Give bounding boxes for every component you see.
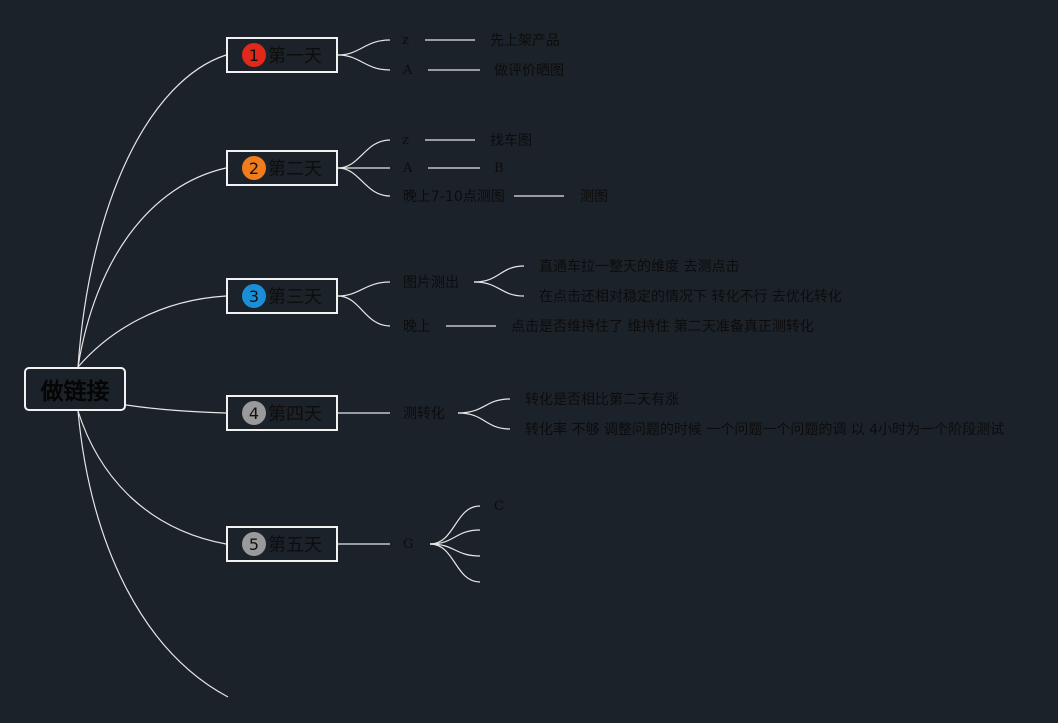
root-node[interactable]: 做链接 <box>24 367 126 411</box>
day-3-branch-1-child-2[interactable]: 在点击还相对稳定的情况下 转化不行 去优化转化 <box>539 289 842 305</box>
day-2-branch-1-value[interactable]: 找车图 <box>490 133 532 149</box>
day-3-branch-2-key[interactable]: 晚上 <box>403 319 431 335</box>
number-5-badge-icon: 5 <box>242 532 266 556</box>
day-4-branch-1-child-2[interactable]: 转化率 不够 调整问题的时候 一个问题一个问题的调 以 4小时为一个阶段测试 <box>525 422 1005 438</box>
day-2-branch-1-key[interactable]: z <box>402 133 409 148</box>
day-1-branch-2-key[interactable]: A <box>403 63 413 78</box>
day-5-label: 第五天 <box>268 535 322 556</box>
number-4-badge-icon: 4 <box>242 401 266 425</box>
day-5-branch-1-child-1[interactable]: C <box>494 499 504 514</box>
number-1-badge-icon: 1 <box>242 43 266 67</box>
day-2-branch-3-key[interactable]: 晚上7-10点测图 <box>403 189 505 205</box>
day-4-branch-1-key[interactable]: 测转化 <box>403 406 445 422</box>
day-1-node[interactable]: 1 第一天 <box>226 37 338 73</box>
root-label: 做链接 <box>40 379 110 405</box>
day-1-branch-1-value[interactable]: 先上架产品 <box>490 33 560 49</box>
day-2-branch-2-key[interactable]: A <box>403 161 413 176</box>
number-2-badge-icon: 2 <box>242 156 266 180</box>
day-3-node[interactable]: 3 第三天 <box>226 278 338 314</box>
day-3-branch-1-key[interactable]: 图片测出 <box>403 275 459 291</box>
day-4-branch-1-child-1[interactable]: 转化是否相比第二天有涨 <box>525 392 679 408</box>
day-3-label: 第三天 <box>268 287 322 308</box>
day-5-node[interactable]: 5 第五天 <box>226 526 338 562</box>
day-2-node[interactable]: 2 第二天 <box>226 150 338 186</box>
day-1-branch-1-key[interactable]: z <box>402 33 409 48</box>
day-1-label: 第一天 <box>268 46 322 67</box>
day-4-label: 第四天 <box>268 404 322 425</box>
day-2-branch-3-value[interactable]: 测图 <box>580 189 608 205</box>
day-4-node[interactable]: 4 第四天 <box>226 395 338 431</box>
day-3-branch-2-value[interactable]: 点击是否维持住了 维持住 第二天准备真正测转化 <box>511 319 814 335</box>
day-1-branch-2-value[interactable]: 做评价晒图 <box>494 63 564 79</box>
day-2-label: 第二天 <box>268 159 322 180</box>
day-3-branch-1-child-1[interactable]: 直通车拉一整天的维度 去测点击 <box>539 259 740 275</box>
number-3-badge-icon: 3 <box>242 284 266 308</box>
day-2-branch-2-value[interactable]: B <box>494 161 504 176</box>
day-5-branch-1-key[interactable]: G <box>403 537 414 552</box>
